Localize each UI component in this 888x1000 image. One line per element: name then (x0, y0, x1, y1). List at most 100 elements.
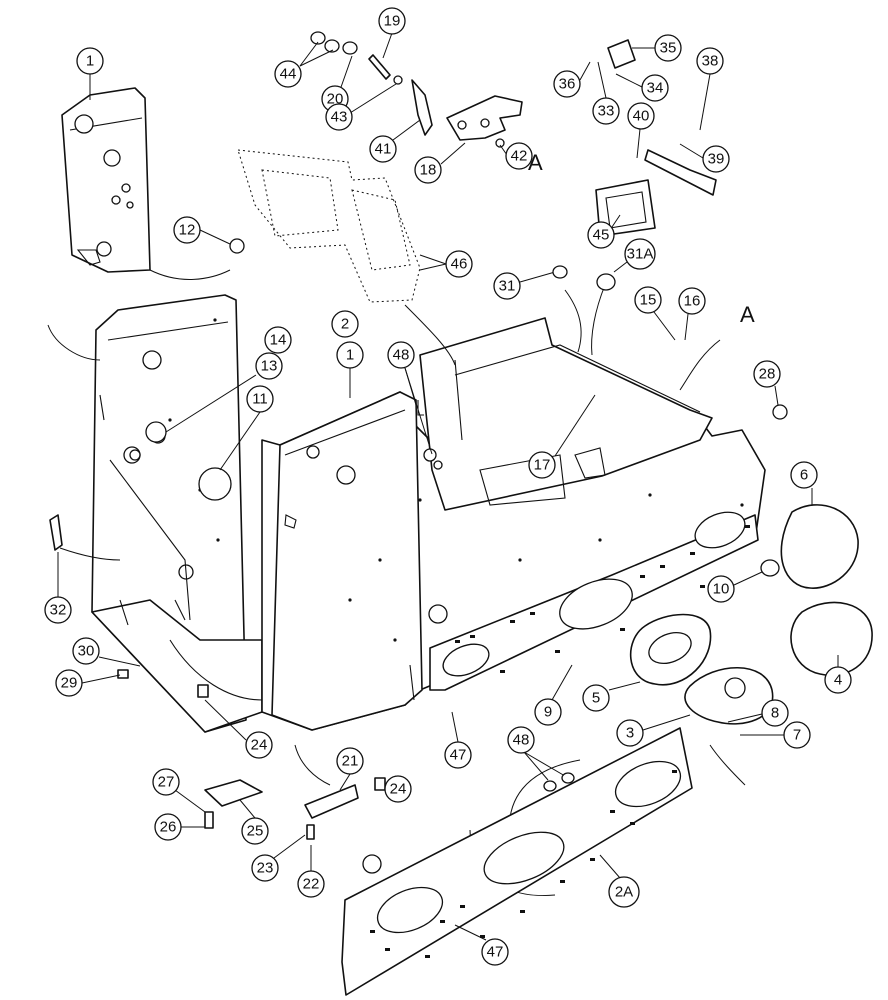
callout-48-panel: 48 (507, 726, 566, 781)
bottom-left-hardware (49, 238, 788, 840)
callout-30: 30 (72, 637, 141, 667)
callout-15-label: 15 (640, 292, 657, 309)
callout-8: 8 (727, 699, 789, 727)
callout-1-front-tower-label: 1 (346, 347, 354, 364)
callout-27-label: 27 (158, 774, 175, 791)
assembly-path-curve (149, 269, 231, 280)
callout-41: 41 (369, 119, 421, 163)
callout-13-label: 13 (261, 358, 278, 375)
callout-32: 32 (44, 552, 72, 624)
reference-mark-a-latch: A (528, 150, 543, 175)
callout-35-label: 35 (660, 40, 677, 57)
callout-2a-label: 2A (615, 884, 633, 901)
callout-12: 12 (173, 216, 231, 245)
callout-24-right-label: 24 (390, 781, 407, 798)
callout-32-label: 32 (50, 602, 67, 619)
right-side-covers (595, 39, 873, 725)
callout-2: 2 (331, 310, 359, 338)
callout-31-label: 31 (499, 278, 516, 295)
callout-26-label: 26 (160, 819, 177, 836)
callout-24-left: 24 (204, 699, 273, 759)
callout-29-label: 29 (61, 675, 78, 692)
callout-28-label: 28 (759, 366, 776, 383)
callout-28: 28 (753, 360, 781, 406)
callout-24-left-label: 24 (251, 737, 268, 754)
callout-2-label: 2 (341, 316, 349, 333)
assembly-path-curve (679, 339, 721, 391)
callout-36-label: 36 (559, 76, 576, 93)
callout-34: 34 (615, 73, 669, 102)
callout-14: 14 (264, 326, 292, 354)
callout-1-rear-tower-label: 1 (86, 53, 94, 70)
assembly-path-curve (709, 744, 746, 786)
callout-7: 7 (740, 721, 811, 749)
callout-10: 10 (707, 571, 763, 603)
callout-16: 16 (678, 287, 706, 341)
callout-36: 36 (553, 61, 591, 98)
callout-42-label: 42 (511, 148, 528, 165)
callout-40-label: 40 (633, 108, 650, 125)
assembly-path-curve (564, 289, 582, 353)
reference-mark-a-frame: A (740, 302, 755, 327)
callout-1-rear-tower: 1 (76, 47, 104, 100)
callout-46: 46 (419, 250, 473, 278)
callout-48-frame: 48 (387, 341, 433, 455)
grommet-48-left (543, 780, 557, 792)
callout-31: 31 (493, 271, 556, 300)
callout-19: 19 (378, 7, 406, 59)
callout-42: 42 (499, 142, 533, 170)
callout-5-label: 5 (592, 690, 600, 707)
assembly-path-curve (294, 744, 331, 786)
callout-41-label: 41 (375, 141, 392, 158)
side-panel-2a (341, 727, 693, 996)
callout-4-label: 4 (834, 672, 842, 689)
callout-15: 15 (634, 286, 676, 341)
callout-21-label: 21 (342, 753, 359, 770)
callout-47-frame: 47 (444, 711, 472, 769)
callout-40: 40 (627, 102, 655, 159)
callout-20-label: 20 (327, 91, 344, 108)
callout-17-label: 17 (534, 457, 551, 474)
callout-29: 29 (55, 669, 121, 697)
assembly-path-curve (59, 547, 121, 561)
callout-6-label: 6 (800, 467, 808, 484)
assembly-path-curve (47, 324, 101, 361)
callout-11-label: 11 (252, 391, 268, 408)
callout-43-label: 43 (331, 109, 348, 126)
callout-23-label: 23 (257, 860, 274, 877)
callout-25-label: 25 (247, 823, 264, 840)
rear-tower-part (61, 87, 151, 273)
callout-12-label: 12 (179, 222, 196, 239)
callout-14-label: 14 (270, 332, 287, 349)
callout-21: 21 (336, 747, 364, 791)
callout-30-label: 30 (78, 643, 95, 660)
callout-6: 6 (790, 461, 818, 505)
callout-18: 18 (414, 142, 466, 184)
callout-10-label: 10 (713, 581, 730, 598)
callout-25: 25 (239, 799, 269, 845)
callout-47-panel-label: 47 (487, 944, 504, 961)
callout-7-label: 7 (793, 727, 801, 744)
callout-45-label: 45 (593, 227, 610, 244)
callout-31a: 31A (613, 238, 656, 273)
callout-33-label: 33 (598, 103, 615, 120)
callout-1-front-tower: 1 (336, 341, 364, 398)
main-chassis-frame (91, 294, 766, 733)
callout-43: 43 (325, 83, 397, 131)
callout-48-panel-label: 48 (513, 732, 530, 749)
callout-38: 38 (696, 47, 724, 131)
callout-22: 22 (297, 845, 325, 898)
latch-assembly (310, 31, 523, 148)
callout-26: 26 (154, 813, 205, 841)
callout-44-label: 44 (280, 66, 297, 83)
callout-46-label: 46 (451, 256, 468, 273)
callout-38-label: 38 (702, 53, 719, 70)
assembly-path-curve (404, 304, 456, 366)
callout-44: 44 (274, 41, 334, 88)
callout-3: 3 (616, 714, 691, 747)
callout-47-frame-label: 47 (450, 747, 467, 764)
callout-4: 4 (824, 655, 852, 694)
callout-31a-label: 31A (627, 246, 654, 263)
callout-23: 23 (251, 834, 306, 882)
